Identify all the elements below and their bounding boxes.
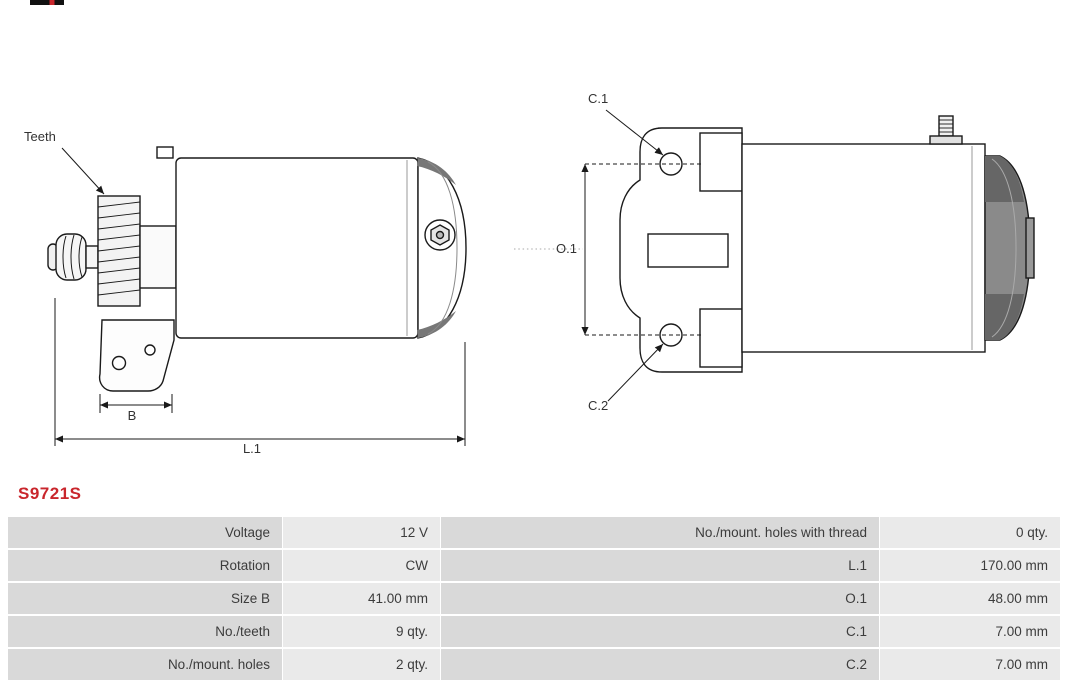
label-o1: O.1 [556, 241, 577, 256]
spec-value: 48.00 mm [880, 583, 1060, 614]
label-b: B [128, 408, 137, 423]
spec-value: 7.00 mm [880, 616, 1060, 647]
spec-value: 170.00 mm [880, 550, 1060, 581]
side-view [47, 146, 467, 392]
spec-label: C.1 [441, 616, 879, 647]
spec-label: No./mount. holes with thread [441, 517, 879, 548]
label-l1: L.1 [243, 441, 261, 456]
technical-drawing: Teeth B L.1 C.1 O.1 C.2 [24, 91, 1035, 456]
drive-end-housing [139, 225, 177, 289]
dimension-b [99, 394, 173, 413]
brand-logo-fragment [30, 0, 64, 5]
side-view-dimensions [54, 147, 466, 446]
part-number: S9721S [18, 484, 82, 503]
spec-label: No./teeth [8, 616, 282, 647]
spec-value: 0 qty. [880, 517, 1060, 548]
mounting-bracket [98, 319, 175, 392]
terminal-stud [929, 115, 963, 145]
end-view [619, 115, 1035, 373]
spec-table: Voltage 12 V No./mount. holes with threa… [8, 517, 1060, 680]
label-teeth: Teeth [24, 129, 56, 144]
mounting-flange [619, 127, 743, 373]
spec-label: Size B [8, 583, 282, 614]
label-c2: C.2 [588, 398, 608, 413]
spec-value: 41.00 mm [283, 583, 440, 614]
dimension-l1 [54, 298, 466, 446]
spec-label: L.1 [441, 550, 879, 581]
hex-bolt [424, 219, 456, 251]
spec-label: C.2 [441, 649, 879, 680]
body-nub [156, 146, 174, 159]
label-teeth-leader [61, 147, 105, 195]
pinion-gear [97, 195, 141, 307]
spec-label: Rotation [8, 550, 282, 581]
spec-value: 12 V [283, 517, 440, 548]
motor-housing [175, 157, 419, 339]
end-view-dimensions [514, 109, 702, 402]
drawing-labels: Teeth B L.1 C.1 O.1 C.2 [24, 91, 608, 456]
spec-value: 9 qty. [283, 616, 440, 647]
motor-body-end-view [741, 143, 986, 353]
spec-label: Voltage [8, 517, 282, 548]
spec-value: 2 qty. [283, 649, 440, 680]
rear-end-cap [984, 155, 1035, 341]
label-c1: C.1 [588, 91, 608, 106]
spec-label: O.1 [441, 583, 879, 614]
spec-label: No./mount. holes [8, 649, 282, 680]
label-c1-leader [605, 109, 664, 156]
spec-value: CW [283, 550, 440, 581]
spec-value: 7.00 mm [880, 649, 1060, 680]
shaft-spline [47, 233, 99, 281]
label-c2-leader [607, 343, 664, 402]
